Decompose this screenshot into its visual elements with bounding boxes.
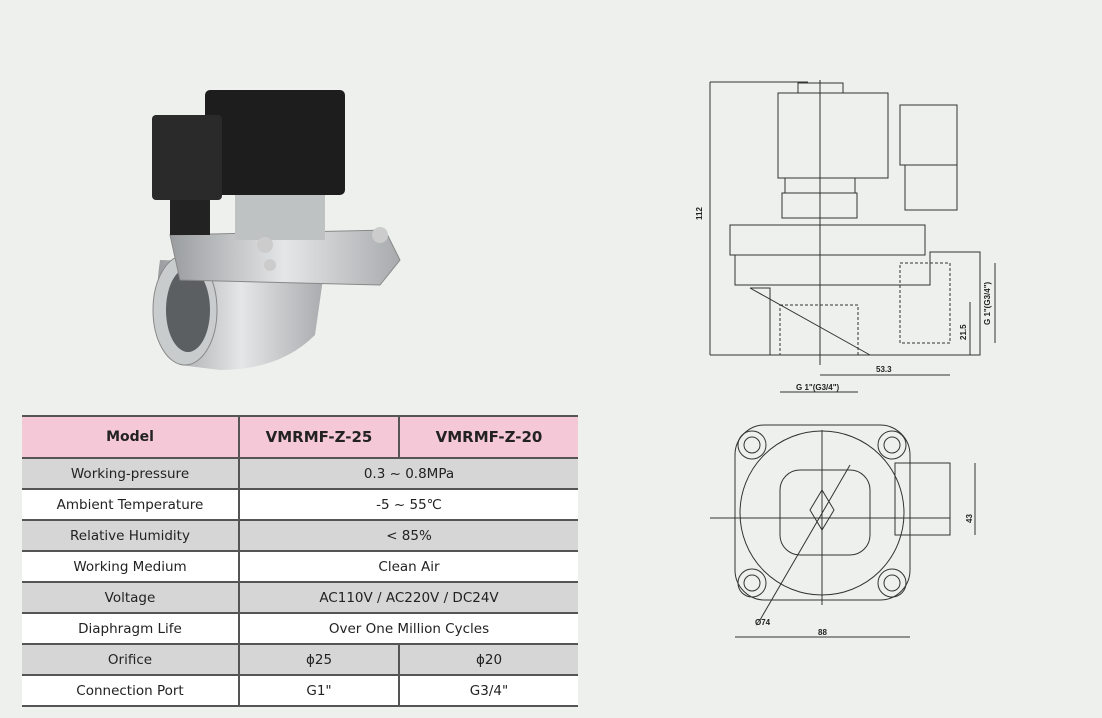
row-label: Relative Humidity [22,520,240,552]
dim-diameter: Ø74 [755,618,771,627]
header-model-25: VMRMF-Z-25 [239,416,400,459]
dim-height: 112 [695,207,704,220]
row-label: Voltage [22,582,240,614]
row-label: Ambient Temperature [22,489,240,521]
dim-21-5: 21.5 [959,324,968,340]
table-row: Ambient Temperature-5 ~ 55℃ [22,489,578,521]
table-header-row: Model VMRMF-Z-25 VMRMF-Z-20 [22,416,578,459]
row-value: Clean Air [239,551,578,583]
row-value-25: G1" [239,675,400,707]
row-value: -5 ~ 55℃ [239,489,578,521]
row-label: Connection Port [22,675,240,707]
row-value: < 85% [239,520,578,552]
header-model: Model [22,416,240,459]
dim-width: 88 [818,628,827,637]
row-label: Working Medium [22,551,240,583]
row-value: 0.3 ~ 0.8MPa [239,458,578,490]
row-value-20: G3/4" [399,675,578,707]
row-label: Orifice [22,644,240,676]
dim-port-horizontal: G 1"(G3/4") [796,383,839,392]
row-value-25: ϕ25 [239,644,400,676]
dim-53-3: 53.3 [876,365,892,374]
row-label: Working-pressure [22,458,240,490]
spec-table: Model VMRMF-Z-25 VMRMF-Z-20 Working-pres… [22,415,578,707]
side-view-drawing: 112 G 1"(G3/4") 21.5 53.3 G 1"(G3/4") [695,80,996,393]
row-value: Over One Million Cycles [239,613,578,645]
row-value-20: ϕ20 [399,644,578,676]
dim-depth: 43 [965,514,974,523]
header-model-20: VMRMF-Z-20 [399,416,578,459]
row-value: AC110V / AC220V / DC24V [239,582,578,614]
valve-product-photo [152,90,401,370]
table-row: Relative Humidity< 85% [22,520,578,552]
dim-port-vertical: G 1"(G3/4") [983,282,992,325]
top-view-drawing: Ø74 88 43 [710,424,976,638]
row-label: Diaphragm Life [22,613,240,645]
